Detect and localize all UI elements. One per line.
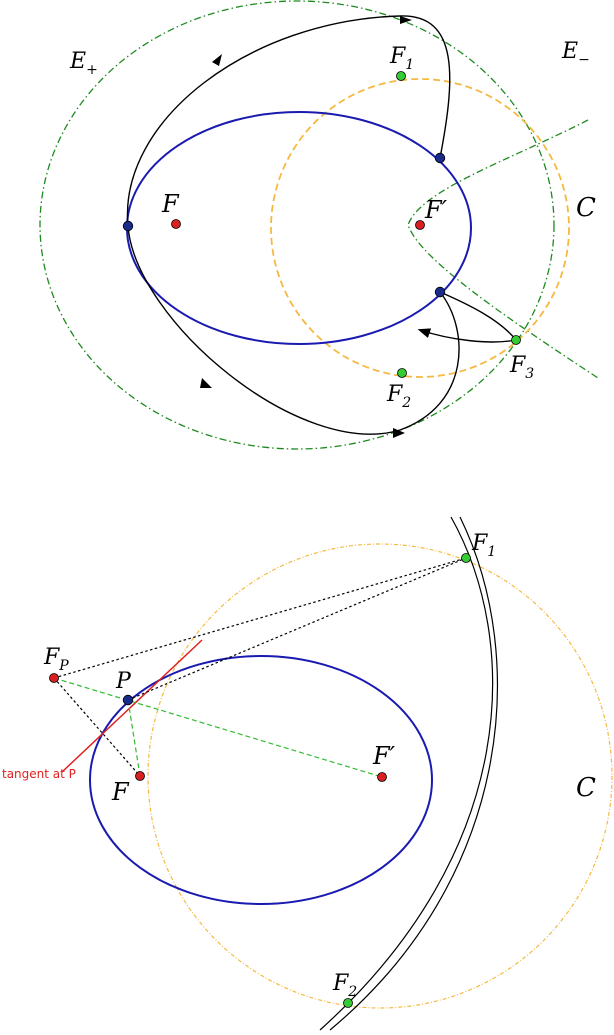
label-f2: F2 bbox=[386, 382, 411, 411]
line-fp-f bbox=[53, 677, 141, 777]
focus-f bbox=[171, 219, 181, 229]
point-upper bbox=[434, 152, 446, 164]
point-f1 bbox=[396, 71, 406, 81]
label-f-prime: F′ bbox=[372, 742, 396, 770]
arrow-head bbox=[393, 428, 405, 438]
label-f2: F2 bbox=[332, 971, 357, 1000]
line-p-f1 bbox=[127, 557, 467, 701]
label-e-minus: E− bbox=[561, 39, 590, 68]
line-fp-f1 bbox=[53, 557, 467, 679]
focus-f-prime bbox=[415, 220, 425, 230]
label-f1: F1 bbox=[389, 44, 414, 73]
point-f2 bbox=[343, 998, 353, 1008]
arrow-head bbox=[200, 378, 212, 388]
label-f: F bbox=[111, 778, 130, 806]
focus-f bbox=[135, 771, 145, 781]
trajectory-lower bbox=[127, 225, 460, 435]
e-minus-curve bbox=[407, 119, 599, 379]
ellipse bbox=[89, 655, 433, 905]
top-figure: E+ E− F1 F2 F3 F F′ C bbox=[39, 0, 599, 450]
point-lower bbox=[434, 286, 446, 298]
label-f1: F1 bbox=[471, 531, 496, 560]
label-fp: FP bbox=[43, 645, 69, 674]
tangent-line bbox=[61, 639, 203, 773]
bottom-figure: FP P F F′ C F1 F2 tangent at P bbox=[2, 516, 613, 1031]
circle-c bbox=[270, 78, 570, 378]
label-c: C bbox=[576, 193, 596, 223]
point-fp bbox=[49, 673, 59, 683]
e-plus-curve bbox=[39, 0, 555, 450]
label-e-plus: E+ bbox=[69, 49, 98, 78]
arc-inner bbox=[329, 516, 498, 1031]
label-p: P bbox=[115, 669, 132, 694]
arrow-head bbox=[212, 54, 222, 66]
label-f3: F3 bbox=[509, 353, 534, 382]
focus-f-prime bbox=[377, 772, 387, 782]
label-tangent: tangent at P bbox=[2, 767, 76, 781]
label-f: F bbox=[161, 190, 180, 218]
arc-outer bbox=[319, 516, 494, 1031]
point-f2 bbox=[397, 368, 407, 378]
point-left bbox=[122, 220, 134, 232]
circle-c bbox=[147, 543, 613, 1009]
point-f3 bbox=[511, 335, 521, 345]
point-p bbox=[122, 694, 134, 706]
arrow-head bbox=[400, 16, 412, 24]
label-c: C bbox=[576, 773, 596, 803]
line-fp-fprime bbox=[53, 677, 383, 778]
line-p-f bbox=[127, 699, 141, 777]
point-f1 bbox=[461, 553, 471, 563]
trajectory-upper bbox=[126, 15, 451, 227]
label-f-prime: F′ bbox=[424, 196, 448, 224]
